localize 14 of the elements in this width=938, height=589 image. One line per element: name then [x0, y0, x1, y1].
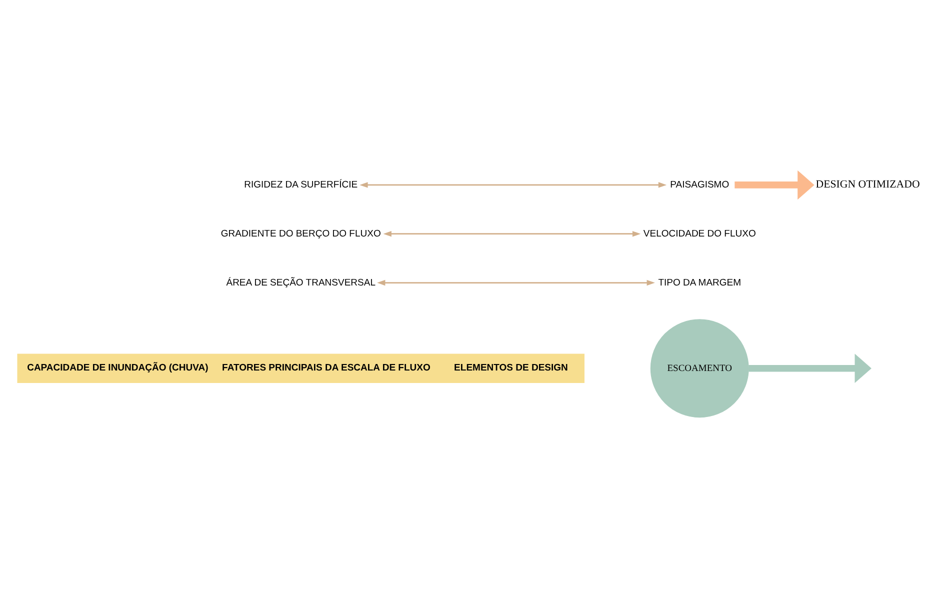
- node-circle: ESCOAMENTO: [650, 318, 749, 418]
- node-text: DESIGN OTIMIZADO: [816, 178, 920, 190]
- arrow: [377, 279, 655, 286]
- node-text: ÁREA DE SEÇÃO TRANSVERSAL: [226, 276, 376, 288]
- node-text: RIGIDEZ DA SUPERFÍCIE: [244, 178, 358, 190]
- node-box: CAPACIDADE DE INUNDAÇÃO (CHUVA) FATORES PRINCIPAIS DA ESCALA DE FLUXO ELEMENTOS DE DESIGN: [17, 353, 584, 382]
- arrow: [734, 170, 814, 200]
- node-text: TIPO DA MARGEM: [658, 276, 742, 288]
- arrow: [748, 353, 872, 382]
- arrow: [360, 182, 667, 188]
- arrow: [383, 230, 641, 236]
- node-text: VELOCIDADE DO FLUXO: [643, 228, 756, 239]
- node-text: GRADIENTE DO BERÇO DO FLUXO: [220, 228, 381, 239]
- node-text: PAISAGISMO: [670, 178, 730, 190]
